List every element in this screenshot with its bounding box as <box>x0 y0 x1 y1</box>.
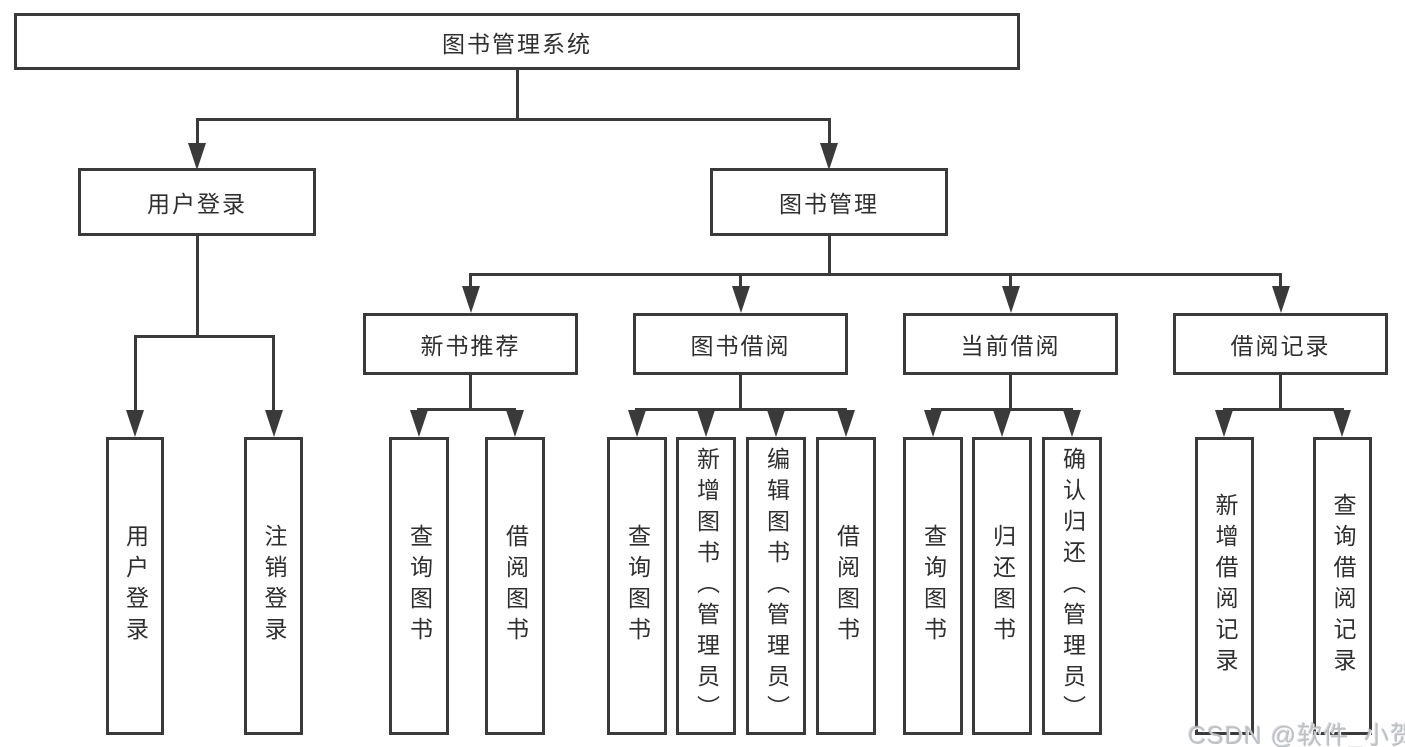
leaf-add-book-admin: 新增图书（管理员） <box>676 437 736 735</box>
arrow-down-icon <box>628 410 646 437</box>
connector-line <box>134 335 137 411</box>
arrow-down-icon <box>188 143 206 170</box>
leaf-user-login-label: 用户登录 <box>122 524 149 648</box>
node-new-book-recommend-label: 新书推荐 <box>420 333 521 359</box>
node-book-borrow: 图书借阅 <box>633 313 848 375</box>
leaf-query-book-current: 查询图书 <box>903 437 963 735</box>
connector-line <box>1223 408 1344 411</box>
node-book-management: 图书管理 <box>710 168 948 236</box>
connector-line <box>516 70 519 118</box>
leaf-logout-login-label: 注销登录 <box>261 524 287 648</box>
arrow-down-icon <box>462 286 480 313</box>
leaf-add-borrow-record-label: 新增借阅记录 <box>1212 493 1238 679</box>
arrow-down-icon <box>1063 410 1081 437</box>
node-user-login: 用户登录 <box>78 168 316 236</box>
arrow-down-icon <box>820 143 838 170</box>
csdn-watermark: CSDN @软件_小贺同学 <box>1188 722 1405 747</box>
arrow-down-icon <box>1333 410 1351 437</box>
leaf-return-book: 归还图书 <box>972 437 1032 735</box>
node-current-borrow: 当前借阅 <box>903 313 1118 375</box>
node-root: 图书管理系统 <box>14 13 1020 70</box>
arrow-down-icon <box>265 410 283 437</box>
arrow-down-icon <box>1215 410 1233 437</box>
connector-line <box>635 408 847 411</box>
leaf-borrow-book-label: 借阅图书 <box>833 524 860 648</box>
leaf-edit-book-admin: 编辑图书（管理员） <box>746 437 806 735</box>
node-new-book-recommend: 新书推荐 <box>363 313 578 375</box>
connector-line <box>272 335 275 411</box>
leaf-query-book-current-label: 查询图书 <box>920 524 947 648</box>
leaf-add-borrow-record: 新增借阅记录 <box>1195 437 1254 735</box>
leaf-confirm-return-admin-label: 确认归还（管理员） <box>1059 446 1086 726</box>
connector-line <box>196 118 199 144</box>
arrow-down-icon <box>767 410 785 437</box>
connector-line <box>196 236 199 335</box>
arrow-down-icon <box>993 410 1011 437</box>
arrow-down-icon <box>837 410 855 437</box>
arrow-down-icon <box>697 410 715 437</box>
leaf-edit-book-admin-label: 编辑图书（管理员） <box>763 446 790 726</box>
node-user-login-label: 用户登录 <box>147 191 247 217</box>
arrow-down-icon <box>1272 286 1290 313</box>
leaf-query-borrow-record-label: 查询借阅记录 <box>1330 493 1356 679</box>
node-borrow-record: 借阅记录 <box>1173 313 1388 375</box>
connector-line <box>1279 375 1282 408</box>
leaf-user-login: 用户登录 <box>106 437 164 735</box>
arrow-down-icon <box>126 410 144 437</box>
arrow-down-icon <box>1002 286 1020 313</box>
leaf-add-book-admin-label: 新增图书（管理员） <box>693 446 720 726</box>
leaf-query-borrow-record: 查询借阅记录 <box>1313 437 1372 735</box>
leaf-query-book-recommend: 查询图书 <box>389 437 449 735</box>
leaf-borrow-book-recommend-label: 借阅图书 <box>502 524 529 648</box>
connector-line <box>931 408 1073 411</box>
arrow-down-icon <box>732 286 750 313</box>
leaf-query-book-recommend-label: 查询图书 <box>406 524 433 648</box>
connector-line <box>469 273 472 287</box>
connector-line <box>417 408 516 411</box>
arrow-down-icon <box>410 410 428 437</box>
connector-line <box>196 118 831 121</box>
connector-line <box>739 375 742 408</box>
connector-line <box>828 236 831 273</box>
connector-line <box>739 273 742 287</box>
node-root-label: 图书管理系统 <box>442 30 592 57</box>
leaf-confirm-return-admin: 确认归还（管理员） <box>1042 437 1102 735</box>
node-book-borrow-label: 图书借阅 <box>690 333 791 359</box>
connector-line <box>469 273 1282 276</box>
leaf-return-book-label: 归还图书 <box>989 524 1016 648</box>
leaf-logout-login: 注销登录 <box>244 437 303 735</box>
leaf-borrow-book-recommend: 借阅图书 <box>485 437 545 735</box>
connector-line <box>1009 273 1012 287</box>
connector-line <box>1279 273 1282 287</box>
node-borrow-record-label: 借阅记录 <box>1230 333 1331 359</box>
node-book-management-label: 图书管理 <box>779 191 879 217</box>
connector-line <box>469 375 472 408</box>
leaf-borrow-book: 借阅图书 <box>816 437 876 735</box>
connector-line <box>828 118 831 144</box>
arrow-down-icon <box>506 410 524 437</box>
node-current-borrow-label: 当前借阅 <box>960 333 1061 359</box>
connector-line <box>1009 375 1012 408</box>
connector-line <box>134 335 275 338</box>
leaf-query-book-borrow: 查询图书 <box>607 437 667 735</box>
arrow-down-icon <box>924 410 942 437</box>
leaf-query-book-borrow-label: 查询图书 <box>624 524 651 648</box>
